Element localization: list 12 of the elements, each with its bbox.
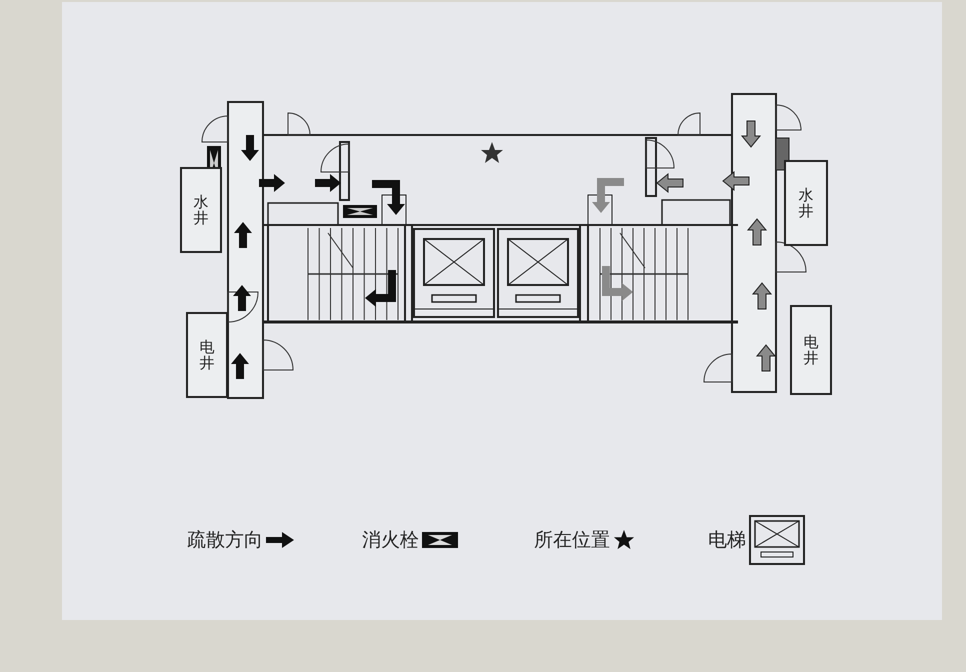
legend-label: 消火栓 bbox=[362, 528, 419, 553]
legend-label: 疏散方向 bbox=[187, 528, 263, 553]
room-label: 水井 bbox=[194, 194, 208, 226]
shaft-room bbox=[784, 160, 828, 246]
shaft-room bbox=[180, 167, 222, 253]
room-label: 电井 bbox=[200, 338, 214, 372]
room-label: 电井 bbox=[804, 334, 818, 366]
shaft-room bbox=[790, 305, 832, 395]
legend-label: 所在位置 bbox=[534, 528, 610, 553]
shaft-room bbox=[186, 312, 228, 398]
legend-label: 电梯 bbox=[708, 528, 746, 553]
room-label: 水井 bbox=[798, 186, 814, 220]
